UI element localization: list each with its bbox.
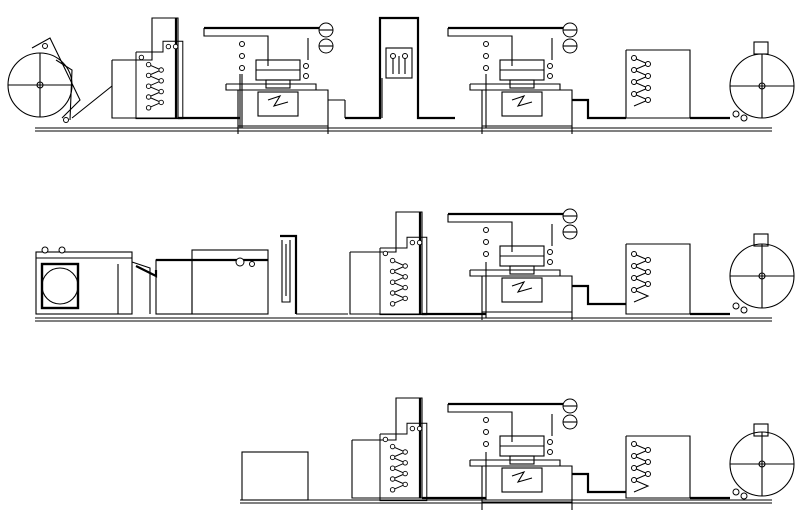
preheat-oven — [111, 17, 241, 128]
printing-unit-1 — [202, 21, 346, 136]
preheat-oven — [351, 397, 486, 502]
process-line-2 — [35, 207, 795, 322]
cooling-oven — [625, 435, 730, 500]
rewind-reel — [729, 233, 795, 314]
rewind-reel — [729, 41, 795, 122]
process-line-1 — [7, 16, 795, 136]
feed-cabinet — [241, 451, 309, 501]
web-guide — [280, 234, 348, 315]
preheat-oven — [349, 211, 486, 316]
rewind-reel — [729, 423, 795, 500]
cooling-oven — [625, 243, 730, 316]
unwind-reel — [7, 37, 113, 123]
festoon-accumulator — [345, 16, 455, 120]
process-line-3 — [240, 397, 795, 512]
printing-unit — [446, 397, 626, 512]
sheet-feeder — [35, 246, 133, 315]
infeed-conveyor — [131, 249, 269, 315]
printing-unit — [446, 207, 626, 322]
printing-unit-2 — [446, 21, 626, 136]
cooling-oven — [625, 49, 730, 120]
